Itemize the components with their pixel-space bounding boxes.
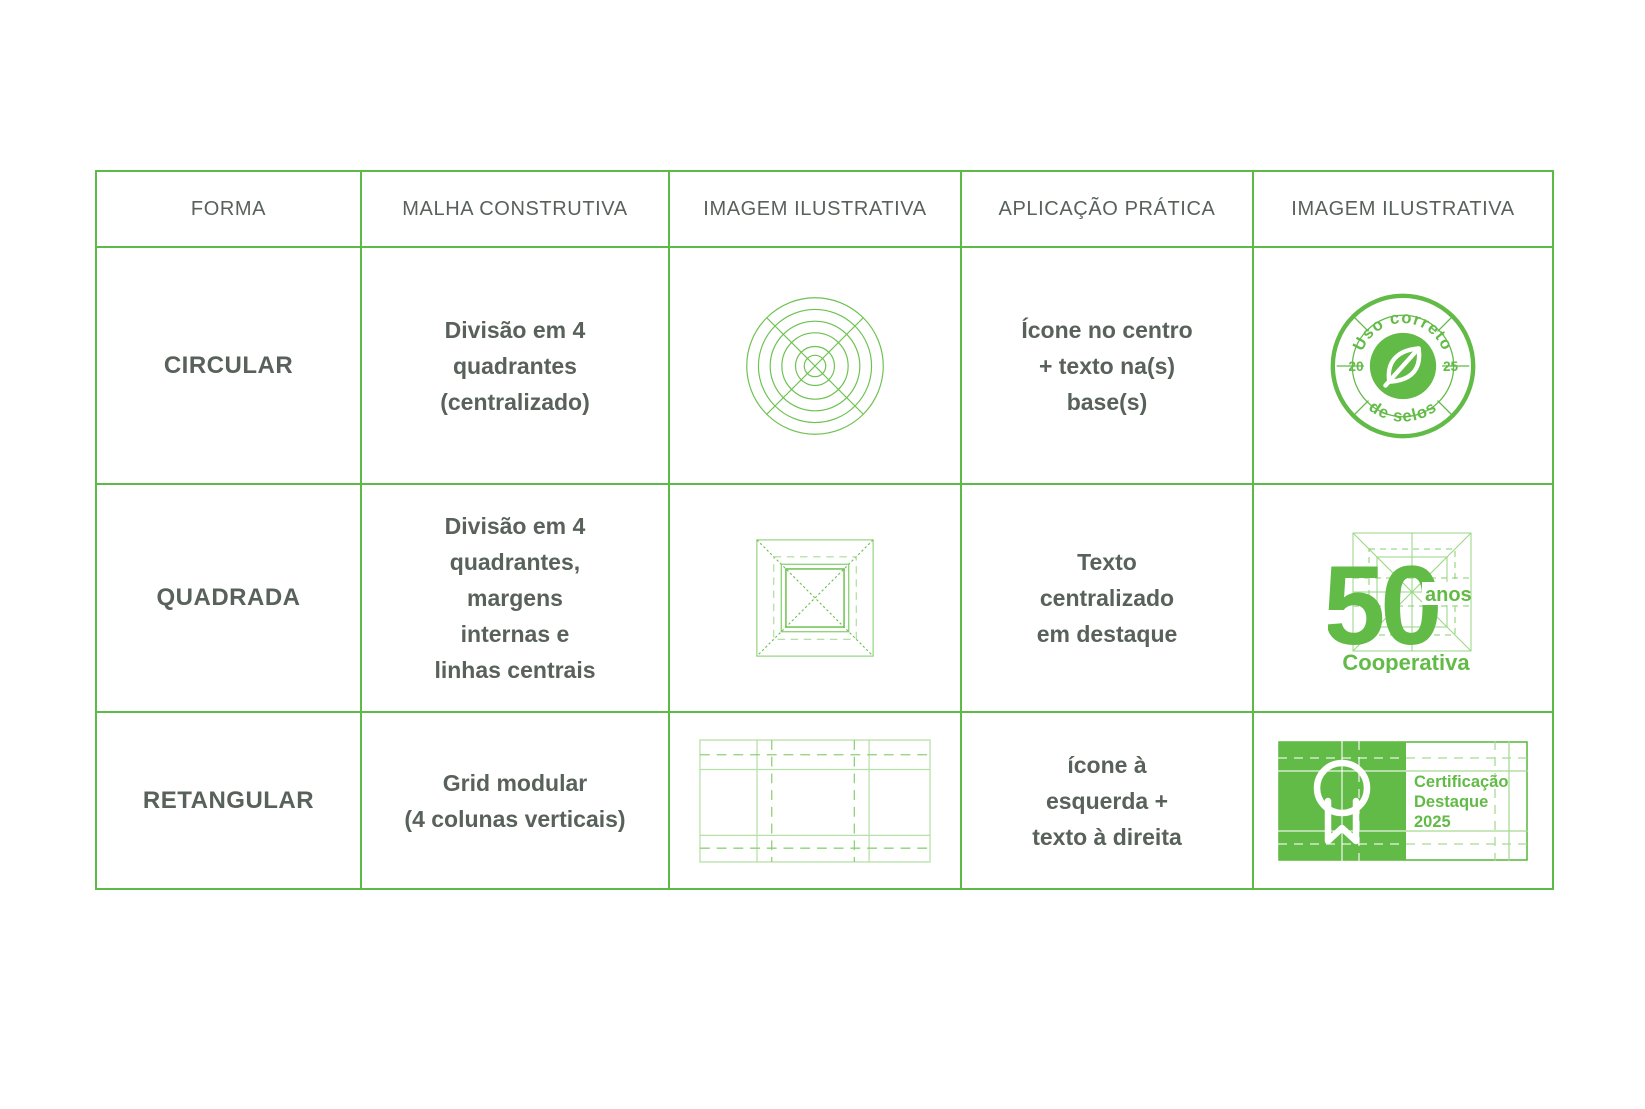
certificacao-badge-icon: Certificação Destaque 2025 [1278, 740, 1528, 861]
row-circular-exemplo: Uso correto de selos 20 25 [1254, 248, 1552, 485]
seal-bottom-text: de selos [1366, 396, 1441, 425]
malha-circular-text: Divisão em 4 quadrantes (centralizado) [440, 316, 590, 415]
header-aplicacao: APLICAÇÃO PRÁTICA [962, 172, 1254, 248]
aplicacao-retangular-text: ícone à esquerda + texto à direita [1032, 751, 1182, 850]
row-quadrada-aplicacao: Texto centralizado em destaque [962, 485, 1254, 713]
row-quadrada-forma: QUADRADA [97, 485, 362, 713]
anos-backplate [1422, 582, 1466, 605]
row-retangular-exemplo: Certificação Destaque 2025 [1254, 713, 1552, 888]
row-retangular-imagem [670, 713, 962, 888]
anniversary-number: 50 [1328, 543, 1438, 668]
header-malha-label: MALHA CONSTRUTIVA [402, 197, 628, 220]
ribbon-icon [1313, 759, 1371, 844]
aplicacao-circular-text: Ícone no centro + texto na(s) base(s) [1021, 316, 1193, 415]
badge-text-block: Certificação Destaque 2025 [1414, 773, 1508, 831]
header-imagem-2-label: IMAGEM ILUSTRATIVA [1291, 197, 1515, 220]
malha-retangular-text: Grid modular (4 colunas verticais) [404, 769, 626, 832]
row-quadrada-imagem [670, 485, 962, 713]
circular-grid-icon [746, 296, 884, 435]
forma-retangular-label: RETANGULAR [142, 786, 315, 814]
cooperativa-50-anos-icon: 50 anos Cooperativa [1328, 532, 1472, 673]
row-quadrada-exemplo: 50 anos Cooperativa [1254, 485, 1552, 713]
forma-quadrada-label: QUADRADA [156, 584, 301, 611]
row-retangular-malha: Grid modular (4 colunas verticais) [362, 713, 670, 888]
row-retangular-aplicacao: ícone à esquerda + texto à direita [962, 713, 1254, 888]
header-malha: MALHA CONSTRUTIVA [362, 172, 670, 248]
header-aplicacao-label: APLICAÇÃO PRÁTICA [998, 197, 1216, 220]
leaf-icon [1383, 345, 1422, 388]
header-imagem-1-label: IMAGEM ILUSTRATIVA [703, 197, 927, 220]
uso-correto-seal-icon: Uso correto de selos 20 25 [1330, 293, 1476, 438]
forma-circular-label: CIRCULAR [163, 351, 294, 379]
row-circular-forma: CIRCULAR [97, 248, 362, 485]
malha-quadrada-text: Divisão em 4 quadrantes, margens interna… [434, 513, 596, 683]
row-circular-aplicacao: Ícone no centro + texto na(s) base(s) [962, 248, 1254, 485]
row-circular-imagem [670, 248, 962, 485]
header-imagem-1: IMAGEM ILUSTRATIVA [670, 172, 962, 248]
header-forma-label: FORMA [190, 197, 267, 220]
badge-line1: Certificação [1414, 773, 1508, 791]
row-quadrada-malha: Divisão em 4 quadrantes, margens interna… [362, 485, 670, 713]
seal-year-left: 20 [1348, 358, 1364, 373]
row-circular-malha: Divisão em 4 quadrantes (centralizado) [362, 248, 670, 485]
anniversary-unit: anos [1425, 584, 1472, 606]
seal-year-right: 25 [1443, 358, 1459, 373]
square-grid-icon [756, 539, 874, 657]
badge-line3: 2025 [1414, 813, 1451, 831]
row-retangular-forma: RETANGULAR [97, 713, 362, 888]
rect-grid-icon [699, 738, 931, 863]
anniversary-name: Cooperativa [1342, 650, 1470, 673]
header-imagem-2: IMAGEM ILUSTRATIVA [1254, 172, 1552, 248]
construction-grid-table: FORMA MALHA CONSTRUTIVA IMAGEM ILUSTRATI… [95, 170, 1554, 890]
badge-line2: Destaque [1414, 793, 1488, 811]
header-forma: FORMA [97, 172, 362, 248]
aplicacao-quadrada-text: Texto centralizado em destaque [1036, 549, 1178, 647]
